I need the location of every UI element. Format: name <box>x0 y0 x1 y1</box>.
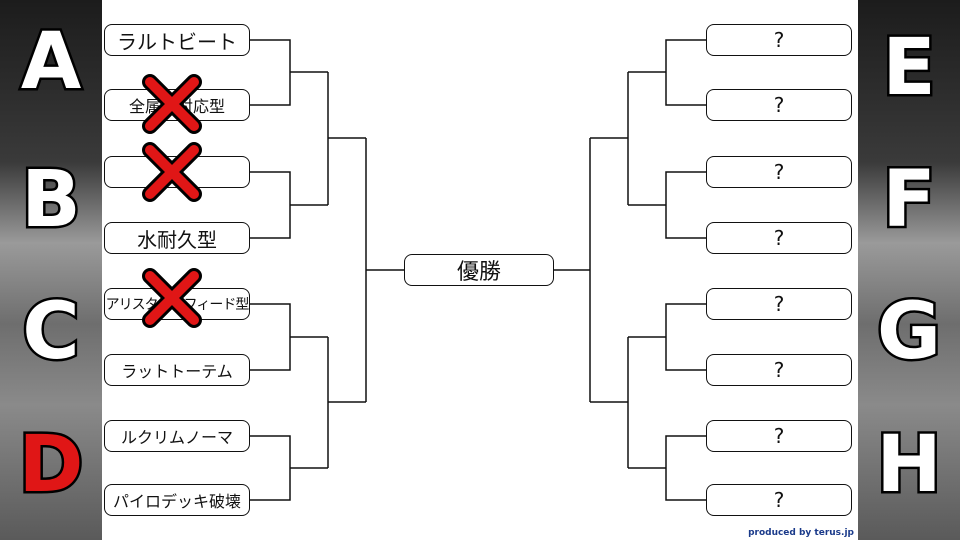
left-entry-6[interactable]: ラットトーテム <box>104 354 250 386</box>
right-entry-2[interactable]: ? <box>706 89 852 121</box>
left-entry-7[interactable]: ルクリムノーマ <box>104 420 250 452</box>
group-letter-e: E <box>880 23 938 113</box>
group-letter-h: H <box>874 420 944 510</box>
group-letter-a: A <box>18 17 83 107</box>
group-letter-c: C <box>20 287 82 377</box>
right-entry-3[interactable]: ? <box>706 156 852 188</box>
right-entry-4[interactable]: ? <box>706 222 852 254</box>
left-entry-4[interactable]: 水耐久型 <box>104 222 250 254</box>
eliminated-x-icon <box>142 142 202 202</box>
left-background <box>0 0 102 540</box>
right-entry-7[interactable]: ? <box>706 420 852 452</box>
right-entry-8[interactable]: ? <box>706 484 852 516</box>
group-letter-f: F <box>880 155 938 245</box>
group-letter-d: D <box>16 420 86 510</box>
right-background <box>858 0 960 540</box>
group-letter-b: B <box>19 155 83 245</box>
right-entry-1[interactable]: ? <box>706 24 852 56</box>
left-entry-1[interactable]: ラルトビート <box>104 24 250 56</box>
right-entry-5[interactable]: ? <box>706 288 852 320</box>
left-entry-8[interactable]: パイロデッキ破壊 <box>104 484 250 516</box>
final-winner-box[interactable]: 優勝 <box>404 254 554 286</box>
right-entry-6[interactable]: ? <box>706 354 852 386</box>
group-letter-g: G <box>874 287 943 377</box>
credit-text[interactable]: produced by terus.jp <box>748 528 854 538</box>
eliminated-x-icon <box>142 74 202 134</box>
eliminated-x-icon <box>142 268 202 328</box>
